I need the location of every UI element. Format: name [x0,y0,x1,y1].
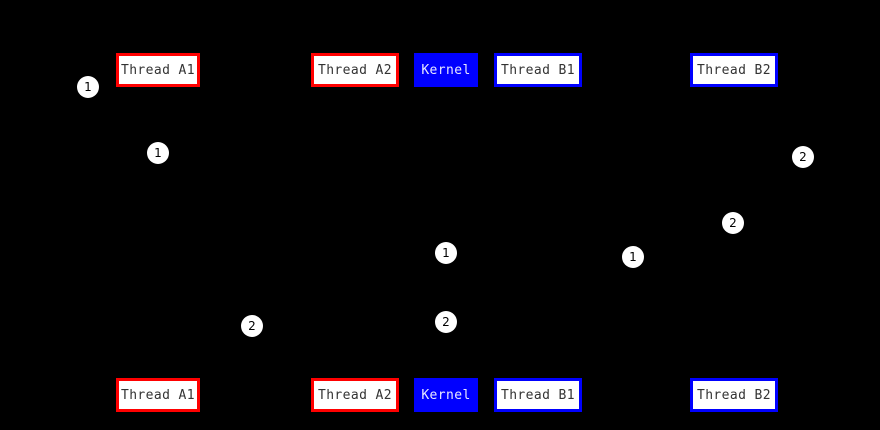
participant-label: Thread B1 [500,62,576,78]
participant-kernel: Kernel [414,378,478,412]
sequence-badge: 1 [435,242,457,264]
participant-thread-b1: Thread B1 [494,378,582,412]
participant-thread-b2: Thread B2 [690,53,778,87]
participant-thread-b2: Thread B2 [690,378,778,412]
sequence-badge: 2 [722,212,744,234]
message-arrow [537,96,734,224]
participant-thread-a1: Thread A1 [116,378,200,412]
participant-label: Kernel [421,387,471,403]
participant-label: Kernel [421,62,471,78]
sequence-badge: 1 [147,142,169,164]
participant-thread-b1: Thread B1 [494,53,582,87]
participant-label: Thread A1 [120,62,196,78]
message-arrow [252,322,447,327]
participant-kernel: Kernel [414,53,478,87]
sequence-badge: 2 [792,146,814,168]
participant-label: Thread B2 [696,62,772,78]
participant-label: Thread A2 [317,62,393,78]
participant-label: Thread A1 [120,387,196,403]
participant-label: Thread B1 [500,387,576,403]
sequence-badge: 1 [77,76,99,98]
message-arrow [157,96,158,378]
sequence-badge: 1 [622,246,644,268]
participant-label: Thread B2 [696,387,772,403]
participant-thread-a2: Thread A2 [311,53,399,87]
message-arrow [158,153,355,154]
participant-thread-a2: Thread A2 [311,378,399,412]
participant-label: Thread A2 [317,387,393,403]
message-arrow [445,253,633,258]
sequence-badge: 2 [435,311,457,333]
lifeline-thread-b1 [538,87,539,378]
participant-thread-a1: Thread A1 [116,53,200,87]
message-arrow [733,96,803,158]
sequence-badge: 2 [241,315,263,337]
message-arrow [354,96,446,254]
lifeline-thread-a2 [355,87,356,378]
lifeline-kernel [446,87,447,378]
lifeline-thread-a1 [158,87,159,378]
